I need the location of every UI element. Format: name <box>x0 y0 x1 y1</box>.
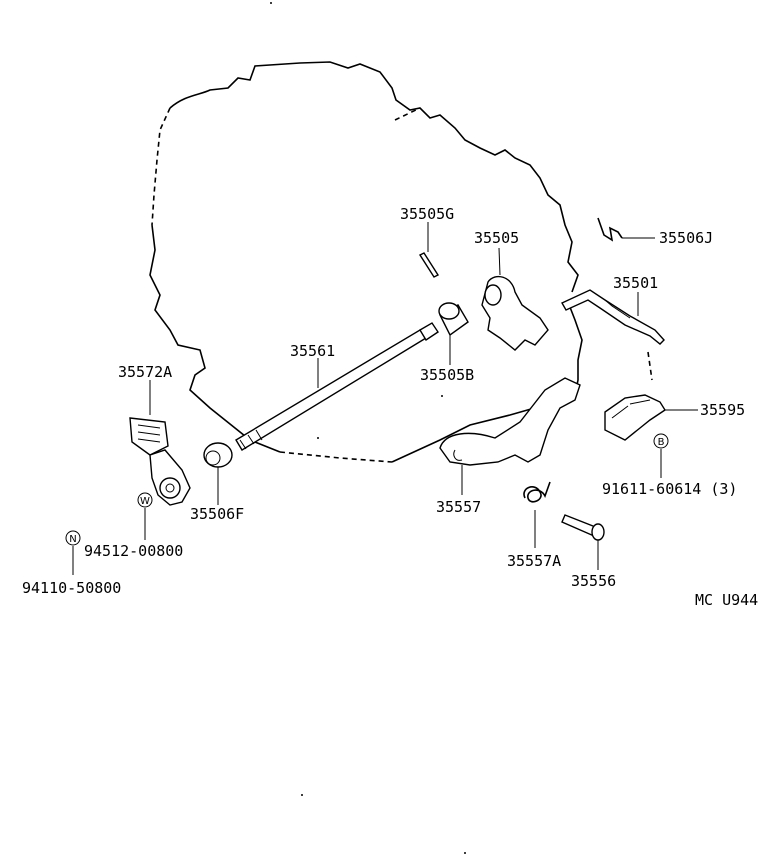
shift-lever-35505 <box>481 247 549 351</box>
label-94512: 94512-00800 <box>84 542 183 560</box>
bracket-35572a <box>129 380 191 506</box>
pin-35505g <box>418 222 440 278</box>
fork-35557 <box>439 377 581 495</box>
transmission-case-outline <box>149 61 653 463</box>
bushing-35506f <box>203 442 233 505</box>
cable-35501 <box>561 289 665 345</box>
spring-35557a <box>523 481 551 548</box>
collar-35505b <box>438 302 469 365</box>
bracket-35595 <box>604 394 698 441</box>
label-91611: 91611-60614 (3) <box>602 480 737 498</box>
label-35561: 35561 <box>290 342 335 360</box>
label-35505g: 35505G <box>400 205 454 223</box>
label-35572a: 35572A <box>118 363 172 381</box>
diagram-code: MC U944 <box>695 591 758 609</box>
scan-specks <box>270 2 466 854</box>
label-35557: 35557 <box>436 498 481 516</box>
bolt-symbol: B <box>658 437 665 448</box>
label-35505: 35505 <box>474 229 519 247</box>
shaft-35561 <box>235 322 439 451</box>
label-35595: 35595 <box>700 401 745 419</box>
label-35556: 35556 <box>571 572 616 590</box>
nut-symbol: N <box>69 534 76 545</box>
washer-symbol: W <box>140 496 150 507</box>
label-35506f: 35506F <box>190 505 244 523</box>
label-35505b: 35505B <box>420 366 474 384</box>
label-35557a: 35557A <box>507 552 561 570</box>
label-35501: 35501 <box>613 274 658 292</box>
label-35506j: 35506J <box>659 229 713 247</box>
nut-94110: N <box>65 530 81 575</box>
label-94110: 94110-50800 <box>22 579 121 597</box>
washer-94512: W <box>137 492 153 540</box>
clip-35506j <box>597 217 655 242</box>
pin-35556 <box>561 514 605 570</box>
bolt-91611: B <box>653 433 669 478</box>
